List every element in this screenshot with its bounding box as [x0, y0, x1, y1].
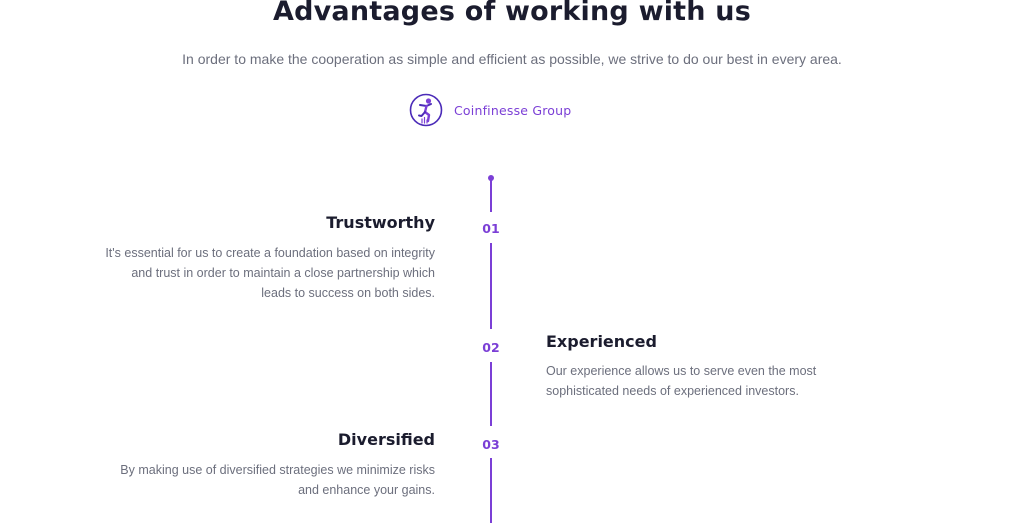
item-description-line: leads to success on both sides. — [261, 286, 435, 300]
step-number: 03 — [482, 437, 500, 452]
timeline-line — [490, 362, 492, 426]
item-description-line: and trust in order to maintain a close p… — [131, 266, 435, 280]
brand-link[interactable]: Coinfinesse Group — [409, 93, 571, 127]
item-title: Diversified — [337, 430, 435, 449]
item-description-line: Our experience allows us to serve even t… — [546, 364, 817, 378]
timeline-line — [490, 178, 492, 212]
brand-name: Coinfinesse Group — [454, 102, 572, 118]
page-title: Advantages of working with us — [273, 0, 751, 27]
step-number: 01 — [482, 221, 500, 236]
page-subtitle: In order to make the cooperation as simp… — [182, 51, 842, 67]
timeline-line — [490, 458, 492, 523]
item-title: Trustworthy — [326, 213, 435, 232]
item-description-line: By making use of diversified strategies … — [120, 463, 435, 477]
item-description-line: and enhance your gains. — [298, 483, 435, 497]
step-number: 02 — [482, 340, 500, 355]
runner-figure-logo-icon — [409, 93, 443, 127]
item-description-line: sophisticated needs of experienced inves… — [546, 384, 799, 398]
timeline-line — [490, 243, 492, 329]
item-title: Experienced — [546, 332, 657, 351]
item-description-line: It's essential for us to create a founda… — [105, 246, 435, 260]
